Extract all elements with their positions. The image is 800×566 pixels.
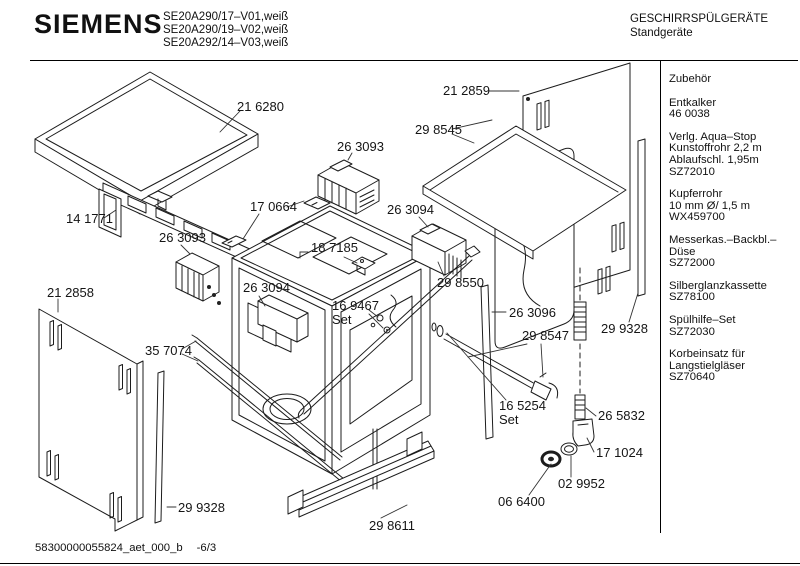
part-label-16-5254: 16 5254 Set	[499, 398, 546, 427]
leader-lines	[57, 90, 639, 519]
part-label-21-2859: 21 2859	[443, 83, 490, 98]
part-trim-strip-left	[154, 370, 165, 524]
part-clip-18-7185	[351, 256, 376, 276]
part-label-29-8550: 29 8550	[437, 275, 484, 290]
part-mounting-frame	[98, 182, 253, 265]
part-trim-strip-right	[637, 138, 646, 297]
sidebar-item-line: Verlg. Aqua–Stop	[669, 130, 757, 143]
part-label-26-3096: 26 3096	[509, 305, 556, 320]
part-module-26-3094	[411, 223, 467, 279]
part-label-21-2858: 21 2858	[47, 285, 94, 300]
sidebar-item-line: SZ78100	[669, 291, 715, 304]
part-label-06-6400: 06 6400	[498, 494, 545, 509]
part-plinth-29-8611	[287, 431, 435, 518]
sidebar-item-line: Entkalker	[669, 96, 717, 109]
sidebar-item-line: Messerkas.–Backbl.–	[669, 233, 777, 246]
part-label-26-3093-b: 26 3093	[159, 230, 206, 245]
part-label-02-9952: 02 9952	[558, 476, 605, 491]
header-product-info: GESCHIRRSPÜLGERÄTE Standgeräte	[630, 13, 768, 40]
part-module-26-3093-left	[175, 252, 221, 305]
product-type: Standgeräte	[630, 26, 693, 39]
sidebar-title: Zubehör	[669, 73, 712, 85]
sidebar-item-line: SZ72010	[669, 165, 715, 178]
model-variant: SE20A292/14–V03,weiß	[163, 37, 289, 49]
part-dispenser-26-3094	[257, 294, 309, 347]
part-label-26-5832: 26 5832	[598, 408, 645, 423]
sidebar-item-line: Spülhilfe–Set	[669, 313, 736, 326]
page-number: -6/3	[196, 542, 217, 554]
sidebar-item-line: Ablaufschl. 1,95m	[669, 153, 759, 166]
sidebar-item-line: 46 0038	[669, 108, 710, 121]
part-label-16-9467: 16 9467 Set	[332, 298, 379, 327]
sidebar-item-line: SZ72030	[669, 325, 715, 338]
part-label-29-8611: 29 8611	[369, 518, 416, 533]
part-label-26-3094-a: 26 3094	[387, 202, 434, 217]
part-label-29-8547: 29 8547	[522, 328, 569, 343]
model-variant: SE20A290/19–V02,weiß	[163, 24, 289, 36]
sidebar-item-line: Langstielgläser	[669, 359, 745, 372]
part-screw-set-16-9467	[370, 294, 397, 334]
part-seal-strip-26-3096	[480, 284, 494, 440]
part-worktop	[34, 71, 259, 215]
sidebar-item-line: Kupferrohr	[669, 188, 723, 201]
part-label-17-1024: 17 1024	[596, 445, 643, 460]
part-base-rails-35-7074	[191, 334, 345, 483]
document-id: 58300000055824_aet_000_b	[35, 542, 183, 554]
part-left-side-panel	[38, 308, 144, 532]
model-variant: SE20A290/17–V01,weiß	[163, 11, 289, 23]
part-riser-assembly	[540, 267, 595, 468]
sidebar-item-line: Kunstoffrohr 2,2 m	[669, 142, 762, 155]
sidebar-item-line: WX459700	[669, 211, 725, 224]
part-shelf-panel-29-8545	[422, 125, 627, 260]
bottom-border-line	[0, 563, 800, 564]
part-label-14-1771: 14 1771	[66, 211, 113, 226]
sidebar-item-line: Düse	[669, 245, 696, 258]
sidebar-item-line: 10 mm Ø/ 1,5 m	[669, 199, 750, 212]
part-label-21-6280: 21 6280	[237, 99, 284, 114]
part-label-35-7074: 35 7074	[145, 343, 192, 358]
sidebar-item-line: Korbeinsatz für	[669, 348, 745, 361]
product-line: GESCHIRRSPÜLGERÄTE	[630, 13, 769, 25]
sidebar-item-line: SZ70640	[669, 371, 715, 384]
part-label-29-8545: 29 8545	[415, 122, 462, 137]
footer: 58300000055824_aet_000_b -6/3	[35, 542, 216, 554]
header-divider-line	[30, 60, 798, 61]
part-label-26-3093-a: 26 3093	[337, 139, 384, 154]
part-label-29-9328-a: 29 9328	[601, 321, 648, 336]
sidebar-divider-line	[660, 60, 661, 533]
brand-logo: SIEMENS	[34, 9, 163, 39]
part-spray-pipe-29-8547	[431, 322, 559, 401]
part-inlet-pipe-29-8550	[297, 245, 481, 490]
part-label-17-0664: 17 0664	[250, 199, 297, 214]
part-label-18-7185: 18 7185	[311, 240, 358, 255]
part-label-29-9328-b: 29 9328	[178, 500, 225, 515]
part-label-26-3094-b: 26 3094	[243, 280, 290, 295]
sidebar-item-line: SZ72000	[669, 257, 715, 270]
sidebar-item-line: Silberglanzkassette	[669, 279, 767, 292]
part-module-26-3093-top	[317, 159, 380, 215]
